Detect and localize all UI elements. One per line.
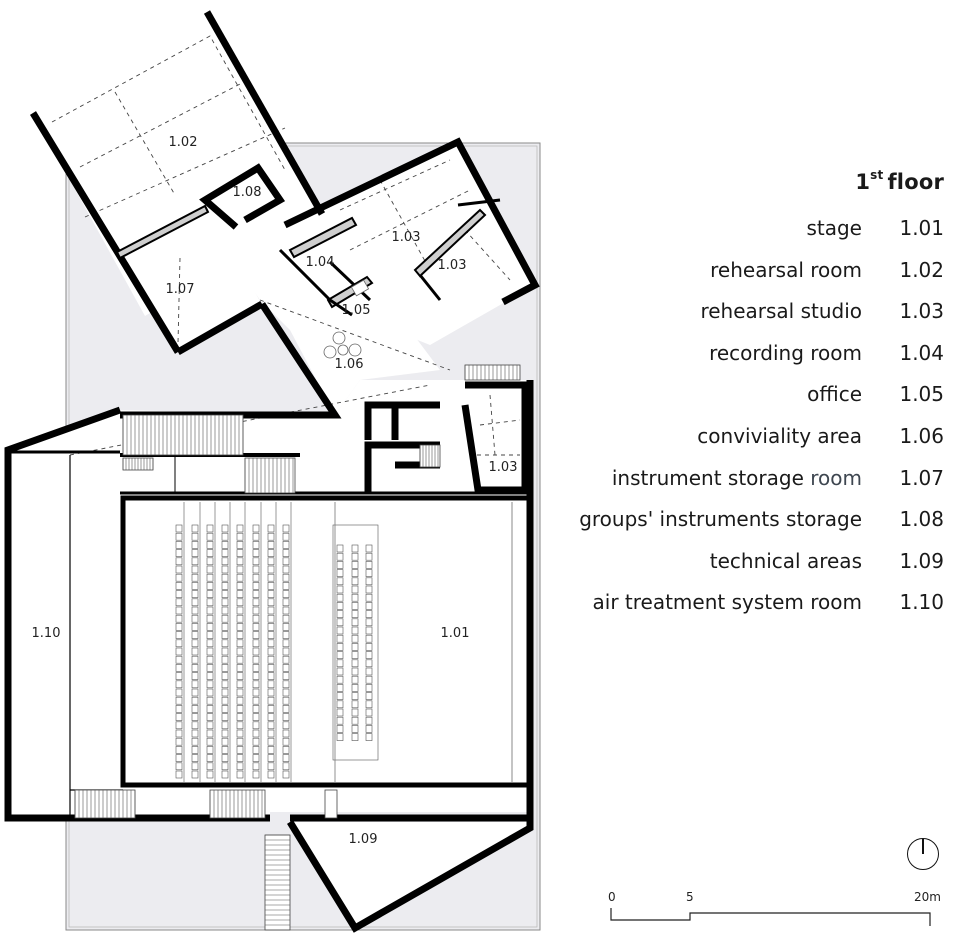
stair-treads (74, 365, 518, 931)
scale-label-5: 5 (686, 890, 694, 904)
legend-room-code: 1.05 (899, 382, 944, 407)
scale-bar: 0 5 20m (600, 890, 941, 930)
legend-room-name: rehearsal studio (700, 299, 862, 324)
scale-label-20m: 20m (914, 890, 941, 904)
legend-room-name: instrument storage room (611, 465, 862, 490)
north-needle (922, 839, 924, 854)
legend-room-name: conviviality area (697, 423, 862, 448)
thick-walls (4, 10, 540, 933)
legend-row: recording room 1.04 (579, 341, 944, 383)
room-label: 1.03 (438, 258, 467, 273)
legend-room-name: stage (806, 216, 862, 240)
legend-room-code: 1.08 (899, 507, 944, 532)
legend-room-code: 1.07 (899, 465, 944, 490)
floor-ordinal: st (870, 168, 884, 182)
legend-row: technical areas 1.09 (579, 549, 944, 591)
legend-row: stage 1.01 (579, 216, 944, 258)
legend-room-name: groups' instruments storage (579, 507, 862, 532)
legend-room-code: 1.06 (899, 423, 944, 448)
audience-seating (175, 502, 379, 782)
interior-walls (115, 204, 487, 309)
legend-room-name: recording room (709, 340, 862, 365)
room-label: 1.08 (233, 185, 262, 200)
legend-room-name: air treatment system room (592, 590, 862, 615)
legend-row: rehearsal room 1.02 (579, 258, 944, 300)
legend-row: groups' instruments storage 1.08 (579, 507, 944, 549)
legend-room-code: 1.09 (899, 548, 944, 573)
room-label: 1.10 (32, 626, 61, 641)
legend-room-code: 1.01 (899, 216, 944, 240)
legend-row: conviviality area 1.06 (579, 424, 944, 466)
legend-room-name: rehearsal room (710, 257, 862, 282)
room-label: 1.06 (335, 357, 364, 372)
north-arrow-icon (907, 838, 939, 870)
conviviality-furniture (323, 279, 370, 359)
room-label: 1.09 (349, 832, 378, 847)
scale-bar-lines (610, 908, 931, 926)
floor-word: floor (887, 170, 944, 194)
legend-room-code: 1.04 (899, 340, 944, 365)
room-label: 1.03 (489, 460, 518, 475)
legend-row: office 1.05 (579, 382, 944, 424)
scale-label-0: 0 (608, 890, 616, 904)
thin-walls (69, 198, 501, 818)
legend-room-code: 1.02 (899, 257, 944, 282)
legend-row: air treatment system room 1.10 (579, 590, 944, 632)
legend-room-code: 1.10 (899, 590, 944, 615)
room-label: 1.02 (169, 135, 198, 150)
room-label: 1.03 (392, 230, 421, 245)
room-labels: 1.01 1.02 1.03 1.03 1.03 1.04 1.05 1.06 1.07 1.08… (32, 135, 518, 847)
legend-room-name: office (807, 382, 862, 407)
room-label: 1.05 (342, 303, 371, 318)
legend-row: instrument storage room 1.07 (579, 466, 944, 508)
room-label: 1.01 (441, 626, 470, 641)
room-label: 1.07 (166, 282, 195, 297)
legend-room-code: 1.03 (899, 299, 944, 324)
dashed-grid-lines (51, 35, 521, 456)
floor-number: 1 (855, 170, 871, 194)
legend-row: rehearsal studio 1.03 (579, 299, 944, 341)
legend-room-name: technical areas (709, 548, 862, 573)
room-label: 1.04 (306, 255, 335, 270)
